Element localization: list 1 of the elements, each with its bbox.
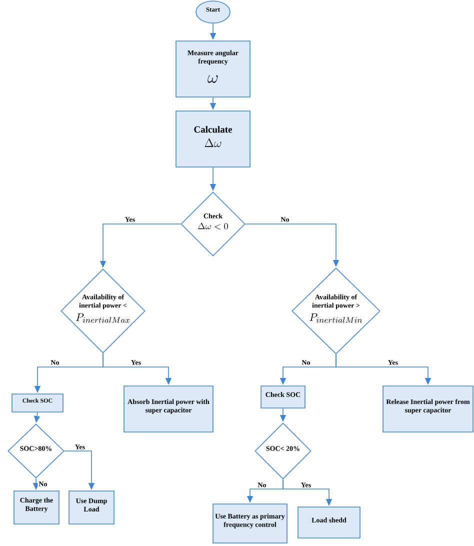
process-box: Calculate $\Delta\omega$	[176, 110, 250, 168]
